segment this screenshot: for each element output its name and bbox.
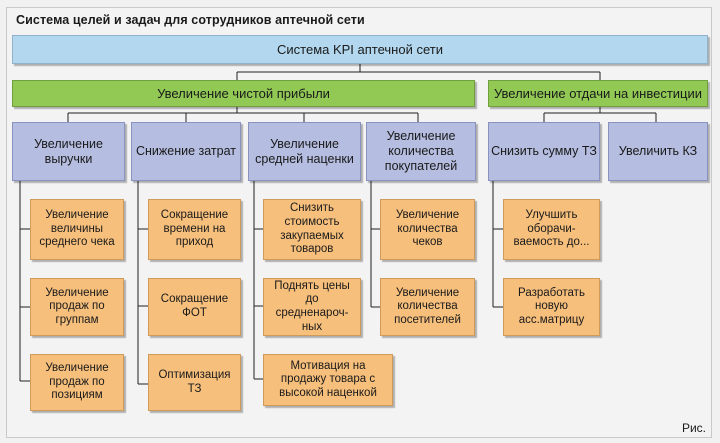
leaf-reduce-tz-1: Улучшить оборачи-ваемость до... <box>503 199 600 260</box>
diagram-title: Система целей и задач для сотрудников ап… <box>16 13 365 27</box>
leaf-markup-2: Поднять цены до средненароч-ных <box>263 278 361 336</box>
node-increase-kz: Увеличить КЗ <box>608 122 708 181</box>
leaf-costs-3: Оптимизация ТЗ <box>148 354 241 411</box>
leaf-reduce-tz-2: Разработать новую асс.матрицу <box>503 278 600 336</box>
node-costs: Снижение затрат <box>131 122 241 181</box>
leaf-revenue-3: Увеличение продаж по позициям <box>30 354 124 411</box>
leaf-buyers-1: Увеличение количества чеков <box>380 199 475 260</box>
node-reduce-tz: Снизить сумму ТЗ <box>488 122 600 181</box>
leaf-markup-1: Снизить стоимость закупаемых товаров <box>263 199 361 260</box>
leaf-revenue-1: Увеличение величины среднего чека <box>30 199 124 260</box>
node-markup: Увеличение средней наценки <box>248 122 361 181</box>
leaf-costs-1: Сокращение времени на приход <box>148 199 241 260</box>
node-buyers: Увеличение количества покупателей <box>366 122 476 181</box>
node-revenue: Увеличение выручки <box>12 122 125 181</box>
node-net-profit: Увеличение чистой прибыли <box>12 80 475 107</box>
leaf-markup-3: Мотивация на продажу товара с высокой на… <box>263 354 393 406</box>
leaf-revenue-2: Увеличение продаж по группам <box>30 278 124 336</box>
root-node: Система KPI аптечной сети <box>12 35 708 64</box>
node-roi: Увеличение отдачи на инвестиции <box>488 80 708 107</box>
figure-caption: Рис. <box>681 421 706 435</box>
leaf-buyers-2: Увеличение количества посетителей <box>380 278 475 336</box>
leaf-costs-2: Сокращение ФОТ <box>148 278 241 336</box>
